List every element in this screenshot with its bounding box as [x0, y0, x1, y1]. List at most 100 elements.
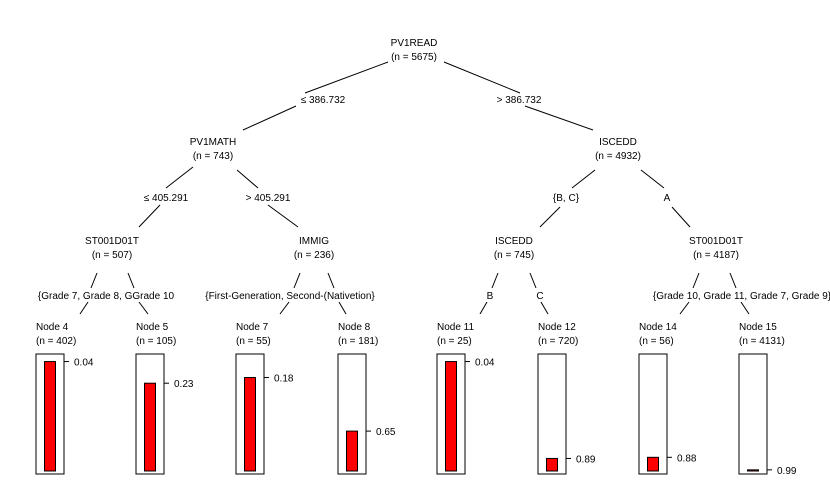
node-variable-label: PV1MATH — [190, 137, 237, 148]
leaf-count-label: (n = 402) — [36, 336, 76, 347]
edge-iscedd-inner-to-node12 — [540, 301, 549, 315]
terminal-node-5: Node 11 (n = 25)0.04 — [436, 322, 495, 475]
split-label-pv1math-left: ≤ 405.291 — [144, 193, 189, 204]
leaf-bar — [144, 382, 156, 472]
split-label-iscedd-left: {B, C} — [553, 193, 580, 204]
leaf-count-label: (n = 4131) — [739, 336, 785, 347]
edge-root-left — [304, 61, 389, 94]
leaf-bar — [44, 361, 56, 472]
leaf-panel-box — [738, 353, 768, 475]
edge-st-right-top-right — [729, 272, 737, 289]
node-count-label: (n = 236) — [294, 250, 334, 261]
split-label-st001d01t-right: {Grade 10, Grade 11, Grade 7, Grade 9} — [653, 291, 830, 302]
leaf-bar — [346, 430, 358, 472]
terminal-node-8: Node 15 (n = 4131) 0.99 — [738, 322, 797, 477]
leaf-value-label: 0.18 — [274, 374, 294, 385]
edge-iscedd-right-to-st001d01t — [671, 206, 691, 228]
edge-iscedd-inner-top-right — [529, 272, 537, 289]
inner-node-st001d01t-left: ST001D01T (n = 507) — [85, 236, 139, 261]
leaf-value-label: 0.89 — [576, 454, 596, 465]
leaf-value-label: 0.04 — [74, 358, 94, 369]
leaf-value-label: 0.65 — [376, 427, 396, 438]
leaf-count-label: (n = 105) — [136, 336, 176, 347]
leaf-node-label: Node 14 — [639, 322, 677, 333]
inner-node-iscedd-inner: ISCEDD (n = 745) — [494, 236, 534, 261]
node-variable-label: ISCEDD — [495, 236, 533, 247]
node-variable-label: ST001D01T — [689, 236, 743, 247]
edge-pv1math-right — [236, 169, 259, 189]
edge-st-left-to-node5 — [138, 301, 149, 315]
leaf-bar — [546, 457, 558, 472]
edge-st-left-top-left — [90, 272, 98, 289]
node-variable-label: ST001D01T — [85, 236, 139, 247]
split-label-pv1read-right: > 386.732 — [497, 95, 542, 106]
leaf-count-label: (n = 25) — [437, 336, 472, 347]
terminal-node-6: Node 12 (n = 720) 0.89 — [537, 322, 596, 475]
inner-node-st001d01t-right: ST001D01T (n = 4187) — [689, 236, 743, 261]
leaf-node-label: Node 8 — [338, 322, 371, 333]
leaf-value-label: 0.04 — [475, 358, 495, 369]
edge-iscedd-inner-to-node11 — [479, 301, 488, 315]
leaf-bar — [445, 361, 457, 472]
inner-node-pv1read: PV1READ (n = 5675) — [391, 38, 438, 63]
split-label-pv1read-left: ≤ 386.732 — [301, 95, 346, 106]
split-label-iscedd-right: A — [664, 193, 671, 204]
edge-st-left-top-right — [127, 272, 135, 289]
node-variable-label: ISCEDD — [599, 137, 637, 148]
leaf-count-label: (n = 181) — [338, 336, 378, 347]
leaf-node-label: Node 4 — [36, 322, 69, 333]
split-label-iscedd-inner-right: C — [536, 291, 543, 302]
edge-st-right-to-node15 — [740, 301, 750, 315]
leaf-node-label: Node 12 — [538, 322, 576, 333]
edge-iscedd-left-to-iscedd — [539, 206, 561, 228]
node-count-label: (n = 745) — [494, 250, 534, 261]
leaf-panel-box — [638, 353, 668, 475]
edge-pv1math-left-to-st001d01t — [138, 204, 161, 228]
leaf-count-label: (n = 56) — [639, 336, 674, 347]
node-count-label: (n = 4932) — [595, 151, 641, 162]
leaf-panel-box — [537, 353, 567, 475]
inner-node-immig: IMMIG (n = 236) — [294, 236, 334, 261]
node-count-label: (n = 507) — [92, 250, 132, 261]
node-variable-label: PV1READ — [391, 38, 438, 49]
edge-iscedd-left — [571, 169, 596, 189]
edge-iscedd-inner-top-left — [491, 272, 499, 289]
leaf-count-label: (n = 720) — [538, 336, 578, 347]
split-label-immig: {First-Generation, Second-(Nativetion} — [205, 291, 375, 302]
leaf-node-label: Node 11 — [437, 322, 475, 333]
leaf-bar — [747, 469, 759, 472]
node-variable-label: IMMIG — [299, 236, 329, 247]
split-label-pv1math-right: > 405.291 — [246, 193, 291, 204]
terminal-node-7: Node 14 (n = 56) 0.88 — [638, 322, 697, 475]
leaf-value-label: 0.88 — [677, 453, 697, 464]
node-count-label: (n = 5675) — [391, 52, 437, 63]
edge-immig-to-node7 — [279, 301, 290, 315]
terminal-node-4: Node 8 (n = 181) 0.65 — [337, 322, 396, 475]
edge-st-right-top-left — [692, 272, 700, 289]
leaf-node-label: Node 5 — [136, 322, 169, 333]
leaf-count-label: (n = 55) — [236, 336, 271, 347]
terminal-node-1: Node 4 (n = 402) 0.04 — [35, 322, 94, 475]
leaf-bar — [244, 377, 256, 472]
terminal-node-2: Node 5 (n = 105) 0.23 — [135, 322, 194, 475]
edge-pv1math-right-to-immig — [267, 204, 299, 228]
leaf-value-label: 0.99 — [777, 466, 797, 477]
leaf-value-label: 0.23 — [174, 379, 194, 390]
edge-pv1read-left-to-pv1math — [242, 105, 297, 131]
edge-root-right — [443, 61, 521, 94]
edge-immig-to-node8 — [338, 301, 347, 315]
node-count-label: (n = 743) — [193, 151, 233, 162]
inner-node-iscedd: ISCEDD (n = 4932) — [595, 137, 641, 162]
inner-node-pv1math: PV1MATH (n = 743) — [190, 137, 237, 162]
tree-edges — [79, 61, 750, 315]
split-label-iscedd-inner-left: B — [487, 291, 494, 302]
leaf-node-label: Node 7 — [236, 322, 269, 333]
terminal-node-3: Node 7 (n = 55) 0.18 — [235, 322, 294, 475]
edge-immig-top-left — [293, 272, 301, 289]
edge-pv1read-right-to-iscedd — [524, 105, 594, 131]
leaf-node-label: Node 15 — [739, 322, 777, 333]
edge-st-right-to-node14 — [679, 301, 690, 315]
leaf-bar — [647, 456, 659, 472]
